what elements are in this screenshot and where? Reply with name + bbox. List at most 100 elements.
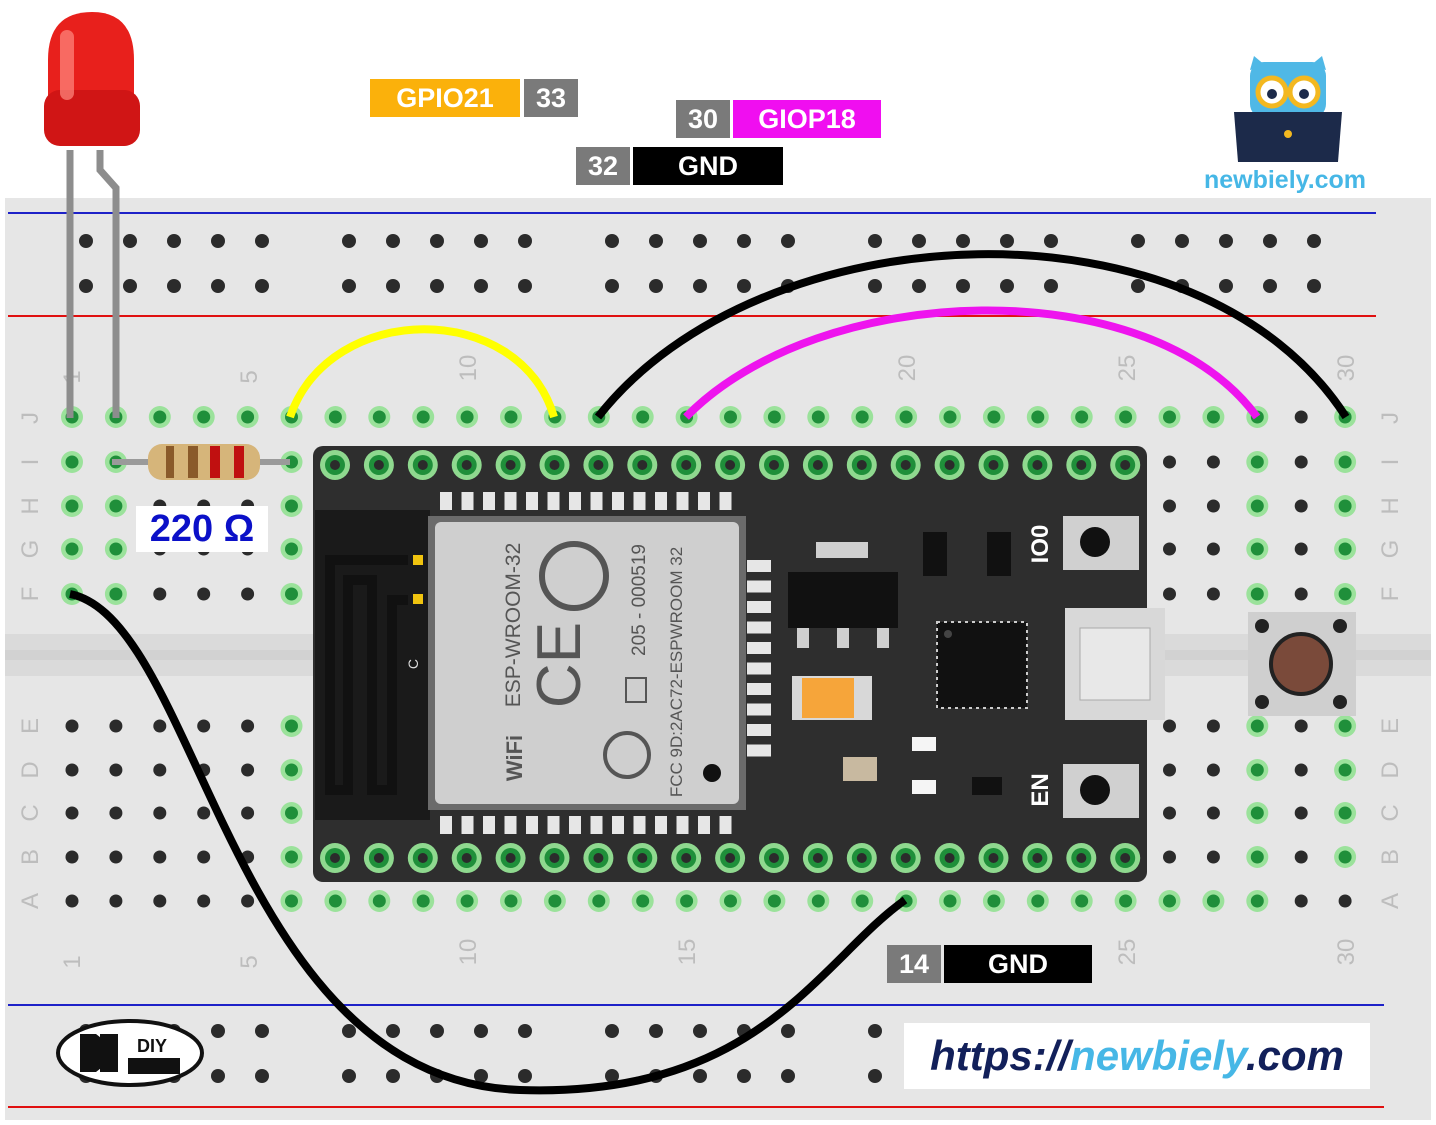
breadboard-hole [1206, 763, 1220, 777]
rail-hole [386, 234, 400, 248]
espressif-logo [539, 541, 609, 611]
breadboard-hole [1163, 719, 1176, 733]
module-pad-top [655, 492, 667, 510]
breadboard-hole [241, 719, 255, 733]
breadboard-hole [1119, 410, 1133, 424]
breadboard-hole [943, 894, 957, 908]
module-ce-mark: CE [525, 622, 594, 708]
module-pad-side [747, 703, 771, 716]
io0-button-cap[interactable] [1080, 527, 1110, 557]
breadboard-hole [241, 410, 255, 424]
header-pin-hole [856, 853, 867, 863]
module-pad-bottom [504, 816, 517, 834]
header-pin-hole [373, 853, 384, 863]
header-pin-hole [505, 853, 516, 863]
breadboard-hole [1206, 806, 1220, 820]
breadboard-hole [855, 410, 869, 424]
header-pin-hole [1120, 460, 1131, 470]
breadboard-hole [328, 894, 342, 908]
breadboard-hole [241, 587, 255, 601]
rail-hole [79, 279, 93, 293]
rail-hole [167, 279, 181, 293]
breadboard-hole [767, 894, 781, 908]
breadboard-hole [811, 894, 825, 908]
header-pin-hole [900, 853, 911, 863]
breadboard-hole [1338, 587, 1352, 601]
breadboard-hole [153, 587, 167, 601]
breadboard-hole [1031, 410, 1045, 424]
breadboard-hole [1294, 850, 1308, 864]
rail-hole [1307, 234, 1321, 248]
module-pad-top [483, 492, 495, 510]
rail-hole [605, 279, 619, 293]
header-pin-hole [373, 460, 384, 470]
breadboard-hole [372, 410, 386, 424]
row-letter-h-left: H [17, 497, 44, 514]
row-letter-a-right: A [1377, 893, 1404, 909]
breadboard-hole [197, 894, 211, 908]
header-pin-hole [1120, 853, 1131, 863]
rail-hole [123, 279, 137, 293]
en-button-cap[interactable] [1080, 775, 1110, 805]
breadboard-hole [1163, 763, 1176, 777]
breadboard-hole [1250, 542, 1264, 556]
rail-hole [1000, 234, 1014, 248]
module-pad-top [504, 492, 517, 510]
header-pin-hole [944, 460, 955, 470]
row-letter-g-right: G [1377, 540, 1404, 559]
breadboard-hole [1294, 455, 1308, 469]
push-button-corner-1 [1255, 619, 1269, 633]
header-pin-hole [725, 460, 736, 470]
rail-hole [956, 234, 970, 248]
breadboard-hole [1163, 410, 1176, 424]
breadboard-hole [1206, 850, 1220, 864]
rail-hole [781, 1024, 795, 1038]
breadboard-hole [1250, 806, 1264, 820]
gpio18-name-tag: GIOP18 [733, 100, 881, 138]
header-pin-hole [461, 460, 472, 470]
breadboard-hole [1206, 542, 1220, 556]
breadboard-hole [1163, 894, 1176, 908]
breadboard-hole [197, 806, 211, 820]
module-pad-bottom [526, 816, 538, 834]
rail-hole [342, 234, 356, 248]
rail-hole [1263, 234, 1277, 248]
push-button[interactable] [1248, 612, 1356, 716]
rail-hole [342, 1024, 356, 1038]
col-number-25-bottom: 25 [1114, 939, 1141, 966]
breadboard-hole [1294, 763, 1308, 777]
rail-hole [1131, 279, 1145, 293]
rail-hole [912, 279, 926, 293]
wire-gnd-bottom [69, 590, 908, 1095]
header-pin-hole [681, 853, 692, 863]
col-number-30-top: 30 [1333, 355, 1360, 382]
resistor-body [148, 444, 260, 480]
module-pad-top [590, 492, 603, 510]
rail-hole [1000, 279, 1014, 293]
breadboard-hole [1250, 763, 1264, 777]
header-pin-hole [769, 460, 779, 470]
rail-hole [649, 234, 663, 248]
breadboard-hole [197, 587, 211, 601]
header-pin-hole [417, 460, 428, 470]
io0-label: IO0 [1027, 525, 1054, 564]
rail-hole [386, 1024, 400, 1038]
breadboard-hole [592, 894, 606, 908]
breadboard-hole [109, 499, 123, 513]
breadboard-hole [285, 806, 298, 820]
regulator-leg-2 [837, 628, 849, 648]
breadboard-hole [109, 542, 123, 556]
module-pad-side [747, 560, 771, 572]
breadboard-hole [1250, 587, 1264, 601]
push-button-cap[interactable] [1269, 632, 1333, 696]
header-pin-hole [725, 853, 736, 863]
usb-serial-chip [936, 621, 1028, 709]
fcc-logo [603, 731, 651, 779]
regulator-leg-1 [797, 628, 809, 648]
rail-hole [211, 234, 225, 248]
breadboard-hole [1250, 719, 1264, 733]
row-letter-j-left: J [17, 412, 44, 424]
rail-hole [255, 279, 269, 293]
breadboard-hole [153, 719, 167, 733]
breadboard-hole [328, 410, 342, 424]
